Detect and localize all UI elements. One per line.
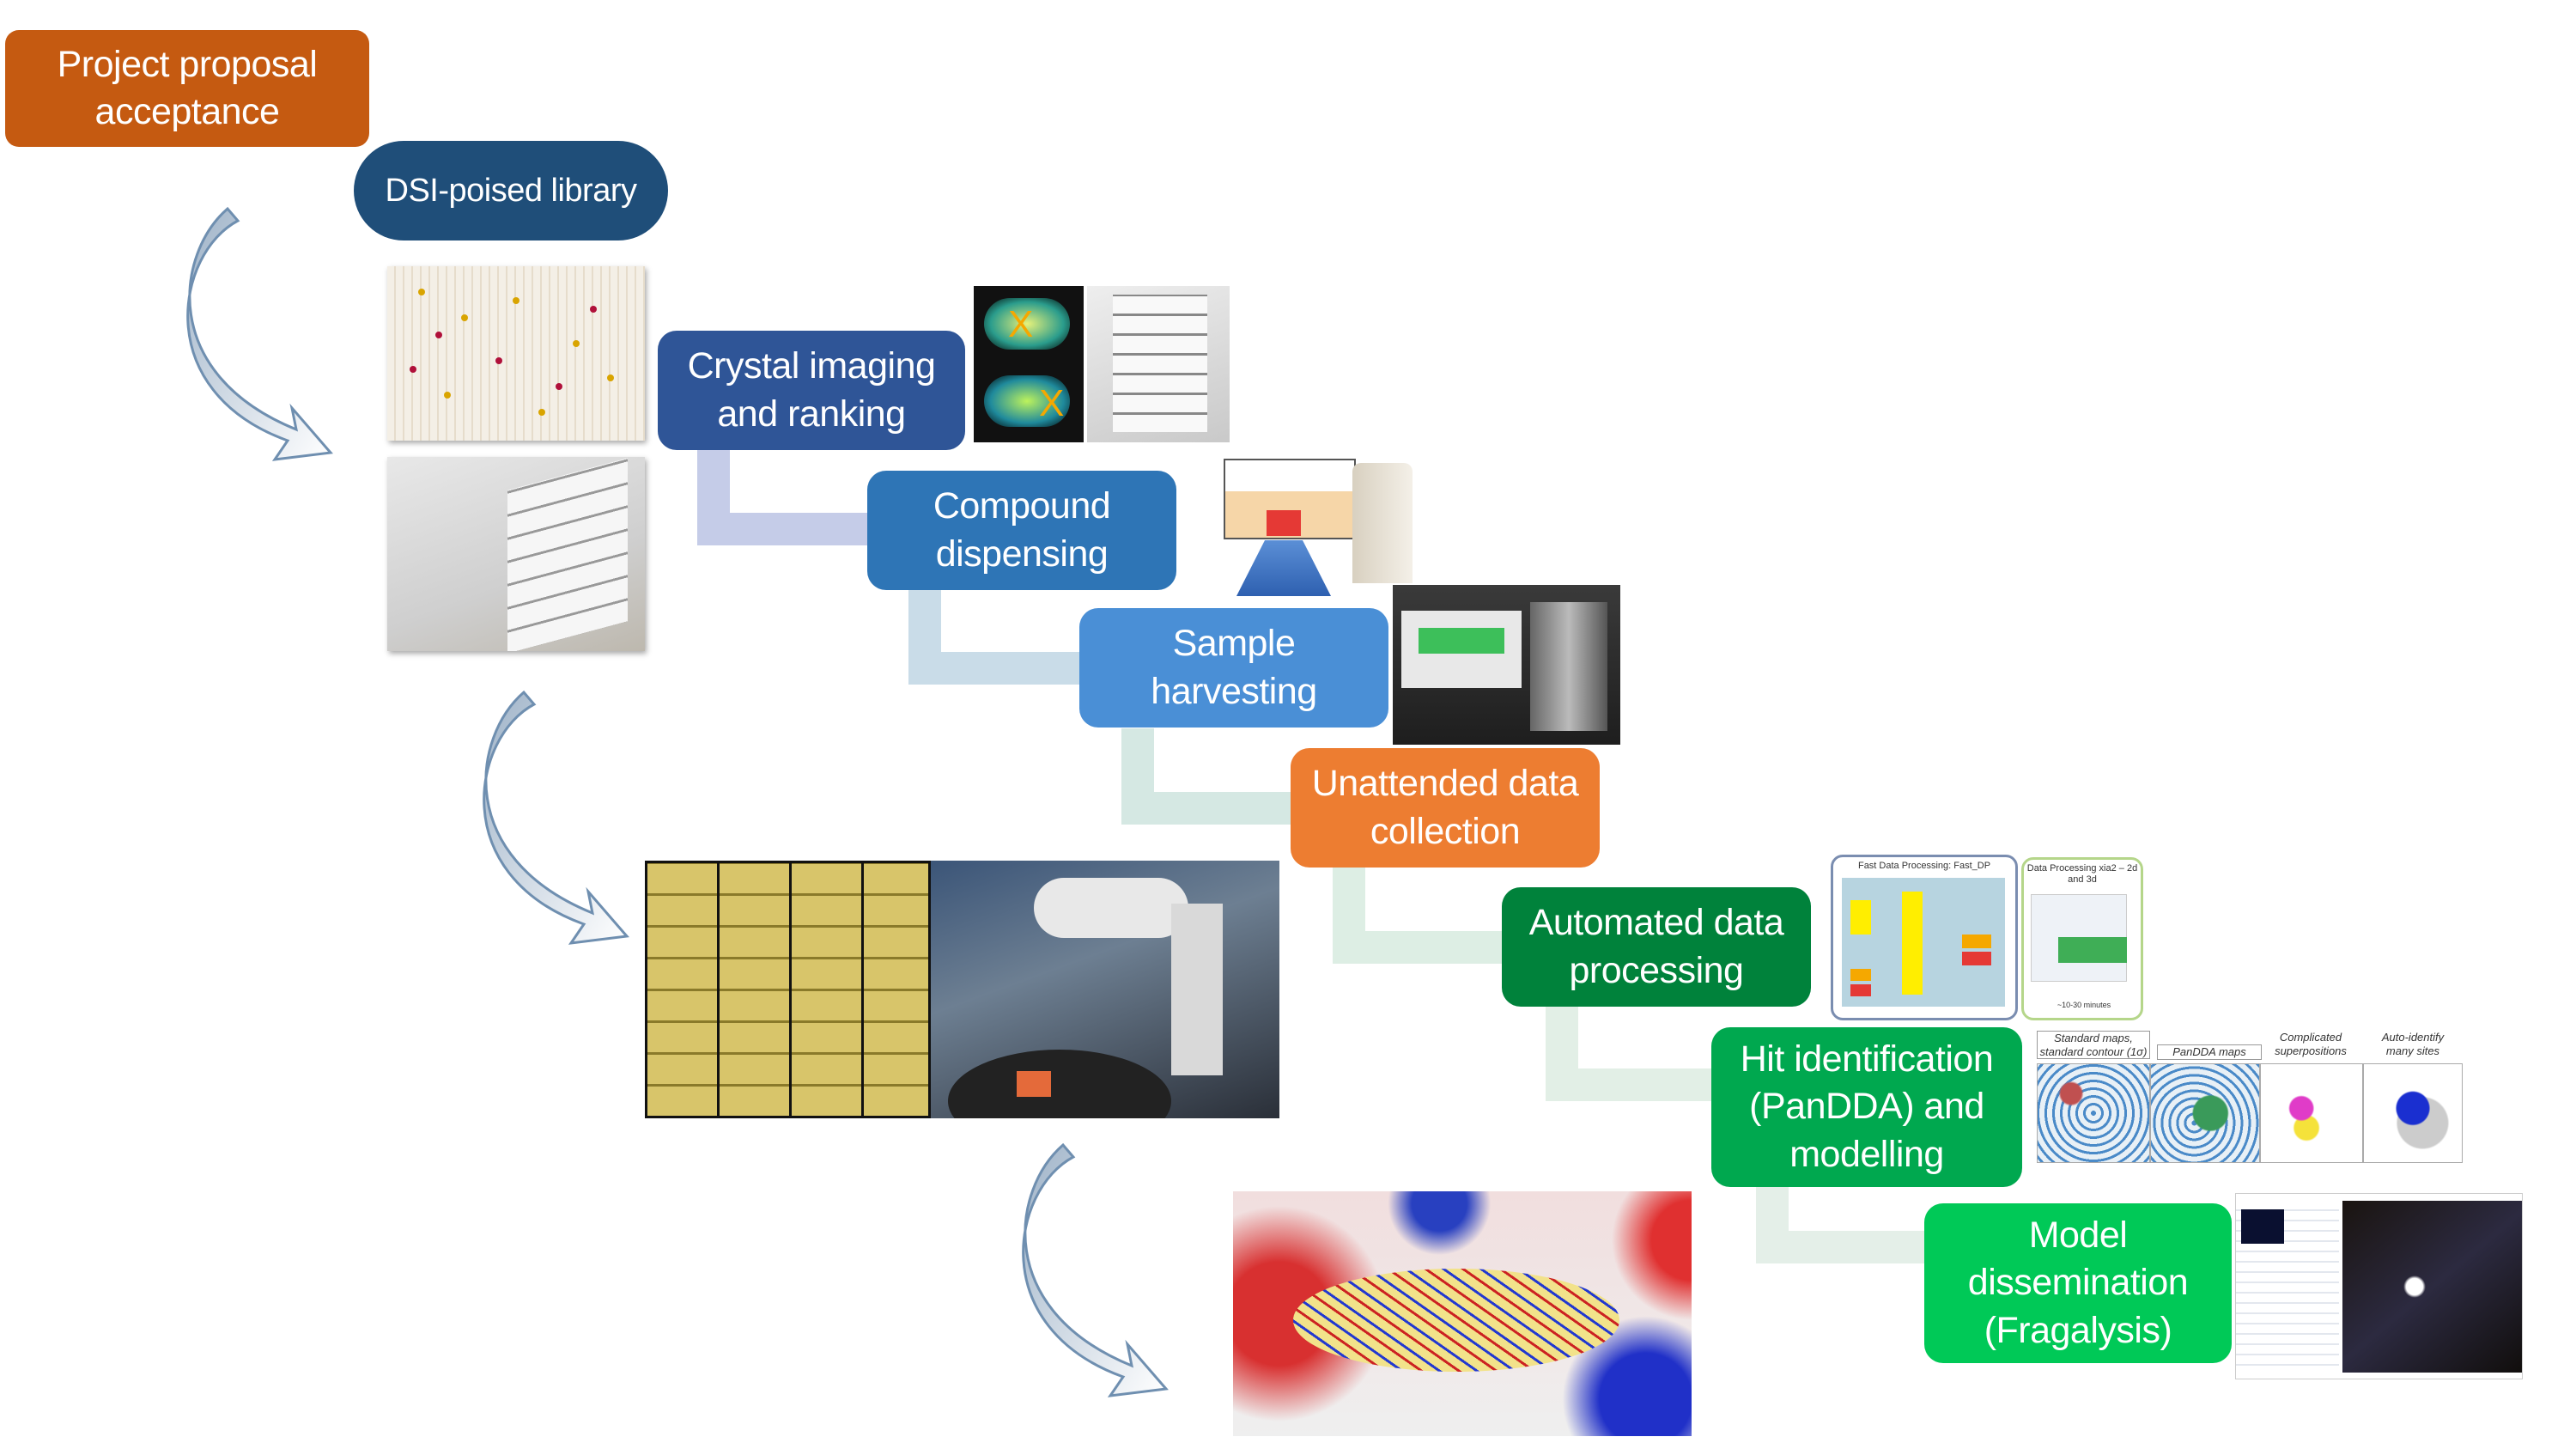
crystal-loop-grid <box>645 861 931 1118</box>
panel-caption: PanDDA maps <box>2157 1044 2262 1060</box>
step-label: Unattended data collection <box>1311 763 1579 852</box>
panel-standard-maps <box>2037 1063 2150 1163</box>
panel-panDDA-maps <box>2150 1063 2260 1163</box>
step-label: Automated data processing <box>1528 902 1784 991</box>
step-unattended-data-collection: Unattended data collection <box>1291 748 1600 868</box>
step-sample-harvesting: Sample harvesting <box>1079 608 1388 728</box>
step-label: Compound dispensing <box>933 485 1111 575</box>
fastdp-title: Fast Data Processing: Fast_DP <box>1857 861 1991 871</box>
crystallisation-plates-photo <box>387 457 645 651</box>
acoustic-dispenser-illustration <box>1189 459 1416 599</box>
connector <box>1756 1231 1926 1263</box>
panel-superpositions <box>2260 1063 2363 1163</box>
step-project-proposal: Project proposal acceptance <box>5 30 369 147</box>
crystal-mark: X <box>1039 382 1065 424</box>
protein-surface-render <box>1233 1191 1692 1436</box>
step-model-dissemination: Model dissemination (Fragalysis) <box>1924 1203 2232 1363</box>
xia2-time: ~10-30 minutes <box>2057 1001 2111 1009</box>
crystal-drop-images: X X <box>974 286 1084 442</box>
harvesting-station-photo <box>1393 585 1620 745</box>
step-crystal-imaging: Crystal imaging and ranking <box>658 331 965 450</box>
crystal-mark: X <box>1008 303 1034 345</box>
imager-plates-photo <box>1087 286 1230 442</box>
xia2-title: Data Processing xia2 – 2d and 3d <box>2026 863 2138 886</box>
step-label: Project proposal acceptance <box>57 43 318 132</box>
connector <box>1333 931 1503 964</box>
step-hit-identification: Hit identification (PanDDA) and modellin… <box>1711 1027 2022 1187</box>
panel-caption: Auto-identify many sites <box>2381 1031 2445 1057</box>
connector <box>1546 1068 1713 1101</box>
curved-arrow-icon <box>1022 1142 1169 1397</box>
fragalysis-screenshot <box>2235 1193 2523 1379</box>
connector <box>697 513 869 545</box>
curved-arrow-icon <box>186 206 333 461</box>
beamline-robot-photo <box>931 861 1279 1118</box>
compound-plate-photo <box>387 266 645 441</box>
connector <box>1121 792 1291 825</box>
step-label: DSI-poised library <box>385 172 638 209</box>
step-label: Crystal imaging and ranking <box>687 345 936 435</box>
step-label: Hit identification (PanDDA) and modellin… <box>1740 1038 1994 1175</box>
curved-arrow-icon <box>483 690 629 945</box>
panel-many-sites <box>2363 1063 2463 1163</box>
step-label: Model dissemination (Fragalysis) <box>1967 1215 2189 1351</box>
panel-caption: Complicated superpositions <box>2275 1031 2347 1057</box>
step-dsi-poised-library: DSI-poised library <box>354 141 668 240</box>
step-automated-data-processing: Automated data processing <box>1502 887 1811 1007</box>
fast-dp-diagram: Fast Data Processing: Fast_DP <box>1831 855 2018 1020</box>
xia2-screenshot: Data Processing xia2 – 2d and 3d ~10-30 … <box>2021 857 2143 1020</box>
plate-wells <box>410 289 614 416</box>
step-label: Sample harvesting <box>1151 623 1317 712</box>
connector <box>908 652 1080 685</box>
panel-caption: Standard maps, standard contour (1σ) <box>2037 1031 2150 1060</box>
step-compound-dispensing: Compound dispensing <box>867 471 1176 590</box>
